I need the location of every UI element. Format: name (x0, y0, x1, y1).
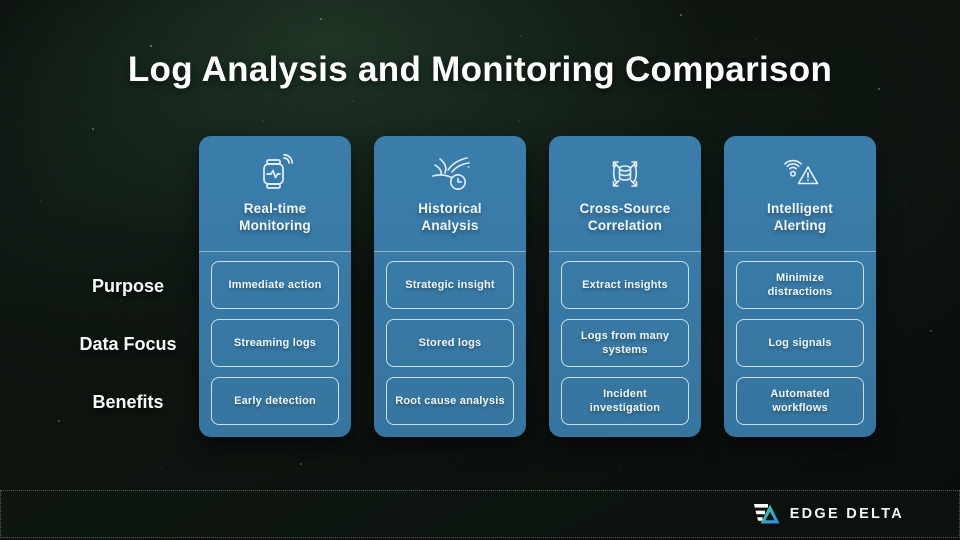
card-title: Intelligent Alerting (767, 201, 833, 234)
starfield-background (0, 0, 2, 2)
card-header: Real-time Monitoring (199, 136, 351, 252)
cell-benefits: Early detection (211, 377, 339, 425)
card-body: Minimize distractions Log signals Automa… (724, 252, 876, 437)
cell-purpose: Minimize distractions (736, 261, 864, 309)
signal-alert-icon (778, 151, 822, 197)
card-body: Extract insights Logs from many systems … (549, 252, 701, 437)
row-label-purpose: Purpose (91, 275, 165, 296)
slide-title: Log Analysis and Monitoring Comparison (127, 50, 833, 89)
cell-data-focus: Log signals (736, 319, 864, 367)
cell-benefits: Automated workflows (736, 377, 864, 425)
cell-data-focus: Stored logs (386, 319, 514, 367)
column-cross-source-correlation: Cross-Source Correlation Extract insight… (549, 136, 701, 437)
column-real-time-monitoring: Real-time Monitoring Immediate action St… (199, 136, 351, 437)
wind-clock-icon (428, 151, 472, 197)
column-historical-analysis: Historical Analysis Strategic insight St… (374, 136, 526, 437)
card-title: Real-time Monitoring (239, 201, 311, 234)
card-header: Historical Analysis (374, 136, 526, 252)
database-expand-arrows-icon (603, 151, 647, 197)
card-title: Cross-Source Correlation (579, 201, 671, 234)
cell-purpose: Immediate action (211, 261, 339, 309)
cell-purpose: Strategic insight (386, 261, 514, 309)
smartwatch-signal-icon (253, 151, 297, 197)
edge-delta-logo-icon (753, 504, 780, 524)
edge-delta-logo-text: EDGE DELTA (789, 506, 904, 522)
edge-delta-logo: EDGE DELTA (753, 502, 904, 526)
row-label-benefits: Benefits (92, 391, 164, 412)
cell-benefits: Incident investigation (561, 377, 689, 425)
cell-data-focus: Streaming logs (211, 319, 339, 367)
card-body: Immediate action Streaming logs Early de… (199, 252, 351, 437)
cell-benefits: Root cause analysis (386, 377, 514, 425)
column-intelligent-alerting: Intelligent Alerting Minimize distractio… (724, 136, 876, 437)
cell-purpose: Extract insights (561, 261, 689, 309)
card-title: Historical Analysis (418, 201, 482, 234)
card-header: Cross-Source Correlation (549, 136, 701, 252)
cell-data-focus: Logs from many systems (561, 319, 689, 367)
row-label-data-focus: Data Focus (79, 333, 177, 354)
footer-band: EDGE DELTA (0, 490, 960, 538)
card-header: Intelligent Alerting (724, 136, 876, 252)
comparison-columns: Real-time Monitoring Immediate action St… (199, 136, 876, 437)
card-body: Strategic insight Stored logs Root cause… (374, 252, 526, 437)
